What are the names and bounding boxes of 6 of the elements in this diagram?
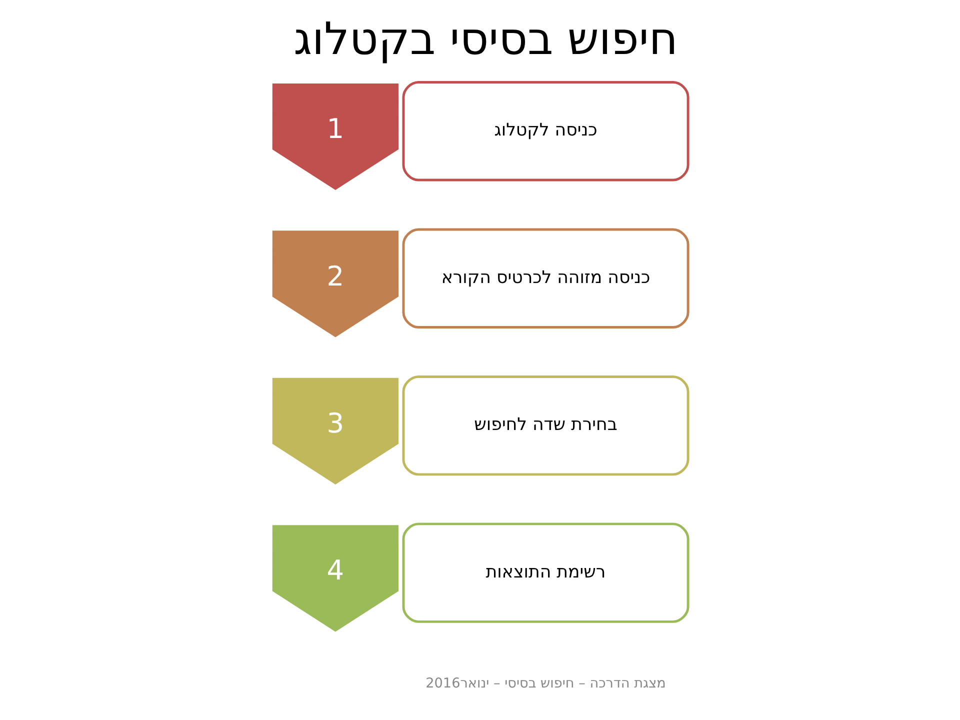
node-box: כניסה לקטלוג [402,81,689,182]
diagram-title: חיפוש בסיסי בקטלוג [293,13,678,66]
node-box: רשימת התוצאות [402,522,689,623]
node-box: כניסה מזוהה לכרטיס הקורא [402,228,689,328]
node-box: בחירת שדה לחיפוש [402,375,689,476]
caption: מצגת הדרכה – חיפוש בסיסי – ינואר2016 [425,676,666,692]
